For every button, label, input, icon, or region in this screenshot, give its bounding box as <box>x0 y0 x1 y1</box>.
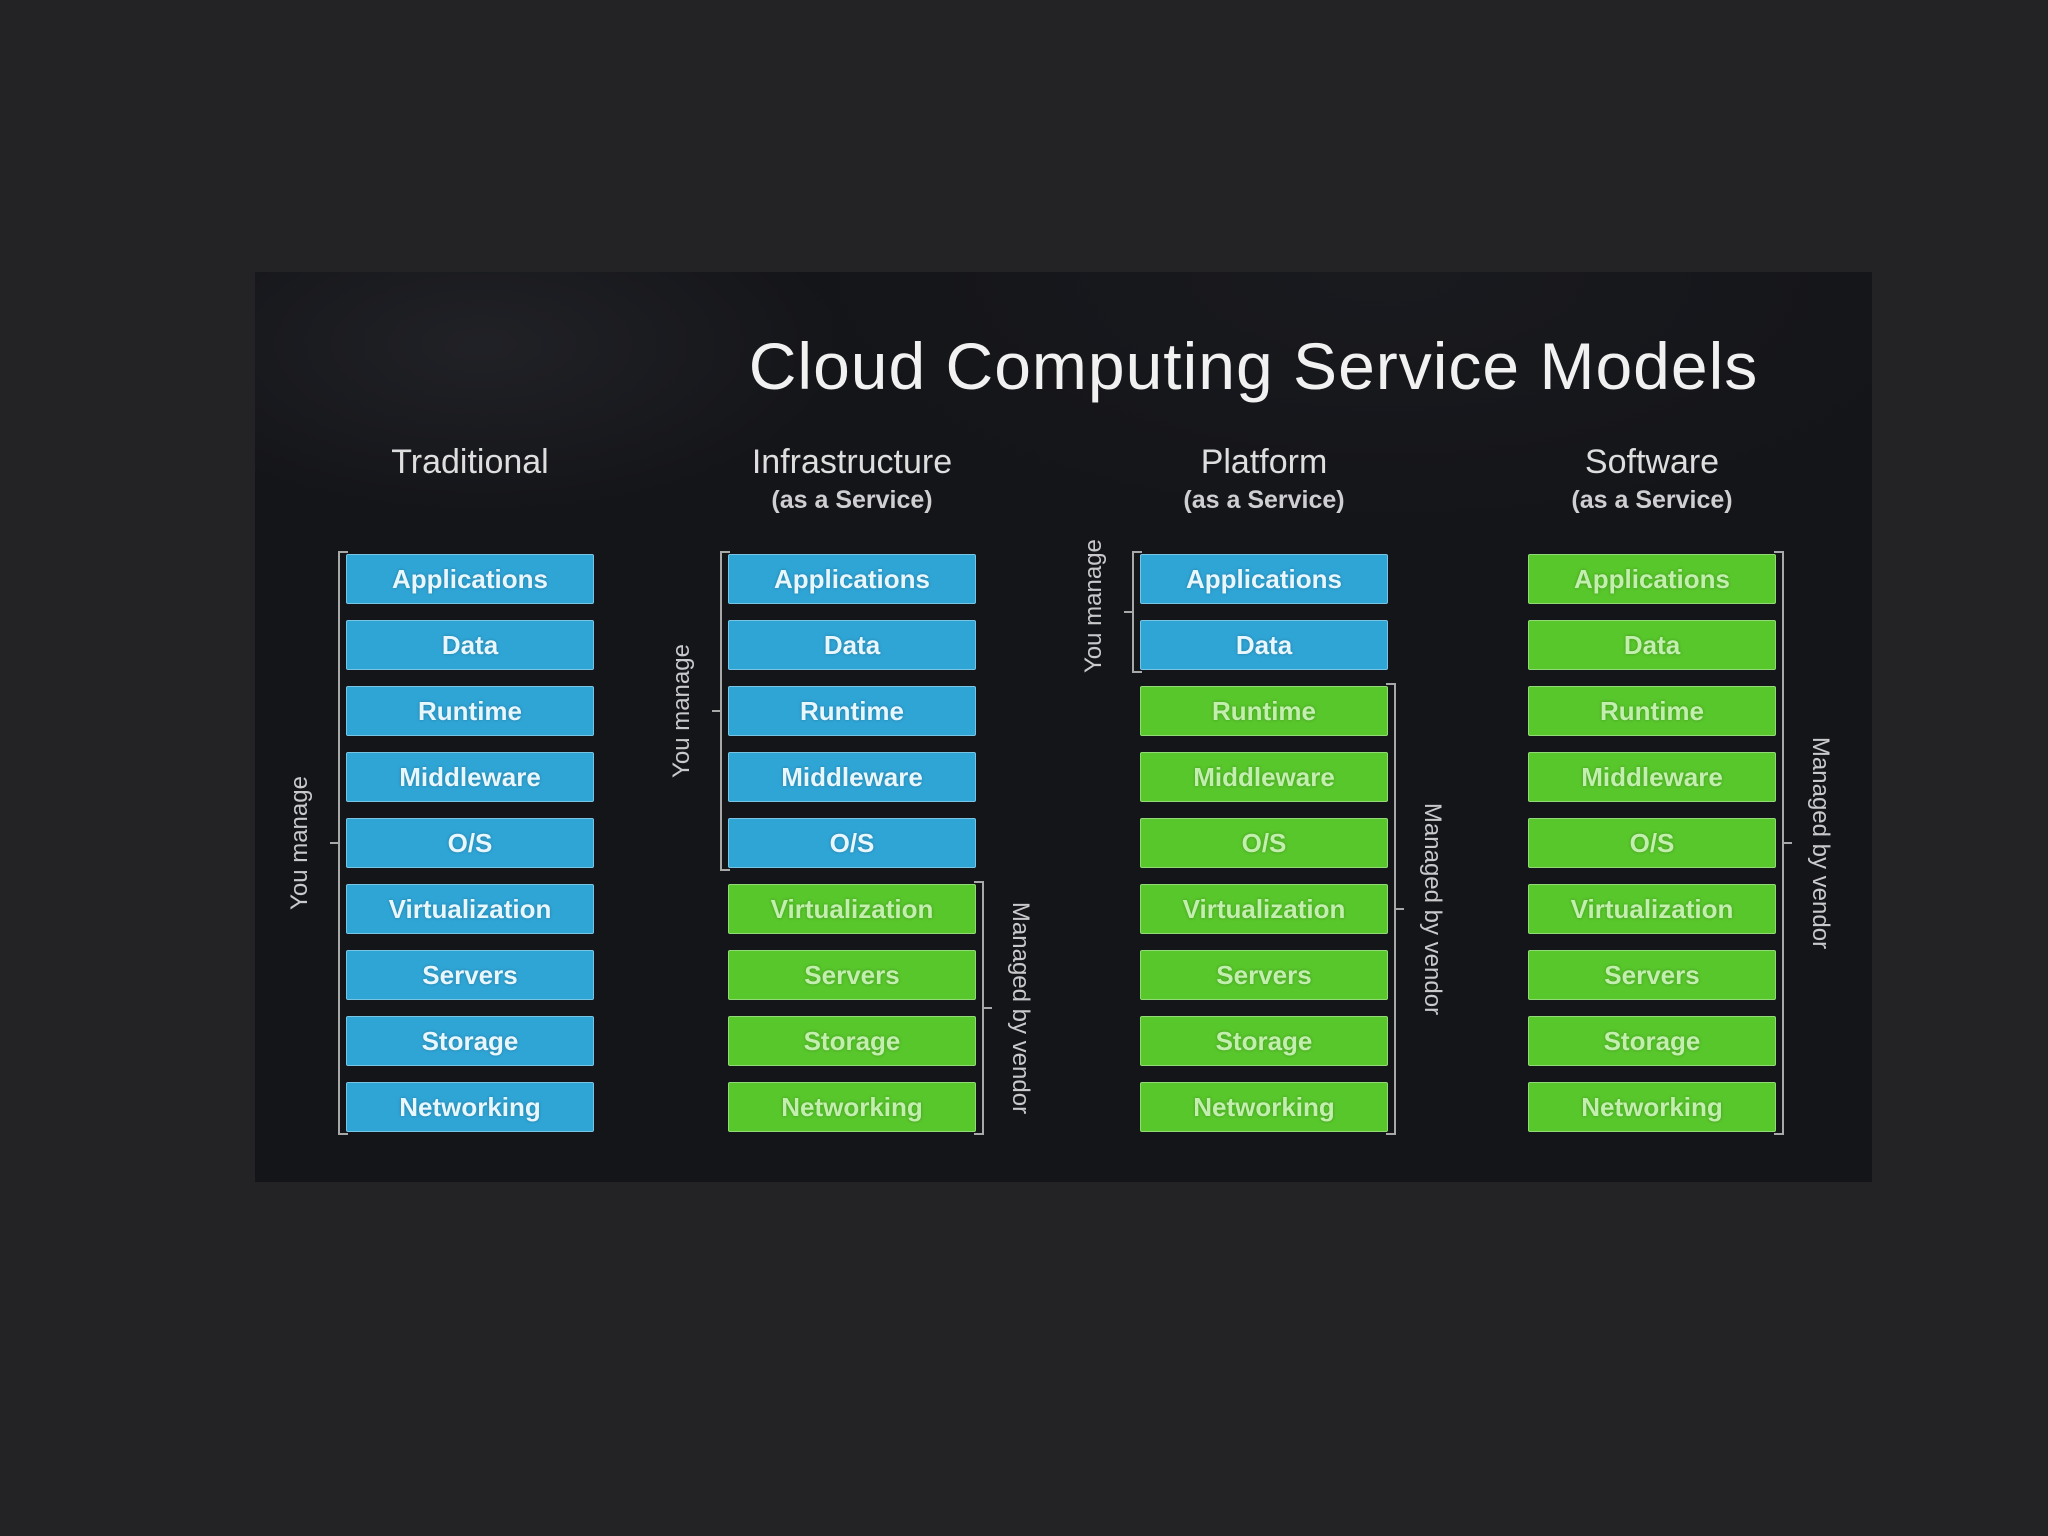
managed-by-vendor-bracket <box>1774 551 1792 1135</box>
you-manage-label: You manage <box>1080 539 1107 673</box>
managed-by-vendor-label: Managed by vendor <box>1419 802 1446 1016</box>
column-subtitle: (as a Service) <box>1571 486 1733 514</box>
column-title: Infrastructure <box>751 443 953 481</box>
stack-box-runtime: Runtime <box>1528 686 1776 736</box>
stack-box-data: Data <box>728 620 976 670</box>
column-subtitle: (as a Service) <box>1183 486 1345 514</box>
stack-box-storage: Storage <box>1528 1016 1776 1066</box>
stack-box-applications: Applications <box>1140 554 1388 604</box>
stack-box-networking: Networking <box>1140 1082 1388 1132</box>
stack-box-networking: Networking <box>346 1082 594 1132</box>
bracket-nub <box>1396 908 1404 910</box>
stack-box-networking: Networking <box>728 1082 976 1132</box>
bracket-nub <box>984 1007 992 1009</box>
stack-box-virtualization: Virtualization <box>1528 884 1776 934</box>
diagram-panel: Cloud Computing Service Models Tradition… <box>255 272 1872 1182</box>
stack-box-applications: Applications <box>728 554 976 604</box>
stack-box-storage: Storage <box>1140 1016 1388 1066</box>
stack-box-o-s: O/S <box>728 818 976 868</box>
you-manage-bracket <box>330 551 348 1135</box>
you-manage-label: You manage <box>286 776 313 910</box>
bracket-nub <box>330 842 338 844</box>
column-title: Platform <box>1200 443 1328 481</box>
stack-box-middleware: Middleware <box>1140 752 1388 802</box>
stack-box-middleware: Middleware <box>1528 752 1776 802</box>
column-title: Software <box>1584 443 1720 481</box>
stack-box-servers: Servers <box>346 950 594 1000</box>
managed-by-vendor-label: Managed by vendor <box>1807 736 1834 950</box>
column-header-infrastructure: Infrastructure (as a Service) <box>652 440 1052 516</box>
you-manage-label: You manage <box>668 644 695 778</box>
diagram-title: Cloud Computing Service Models <box>748 329 1759 403</box>
stack-box-virtualization: Virtualization <box>346 884 594 934</box>
stack-box-runtime: Runtime <box>1140 686 1388 736</box>
stack-box-middleware: Middleware <box>728 752 976 802</box>
stack-box-runtime: Runtime <box>728 686 976 736</box>
stack-box-runtime: Runtime <box>346 686 594 736</box>
stack-box-servers: Servers <box>728 950 976 1000</box>
bracket-nub <box>1784 842 1792 844</box>
managed-by-vendor-bracket <box>1386 683 1404 1135</box>
you-manage-bracket <box>1124 551 1142 673</box>
column-header-platform: Platform (as a Service) <box>1064 440 1464 516</box>
stack-box-applications: Applications <box>1528 554 1776 604</box>
stack-box-data: Data <box>346 620 594 670</box>
bracket-nub <box>712 710 720 712</box>
managed-by-vendor-bracket <box>974 881 992 1135</box>
stack-box-data: Data <box>1528 620 1776 670</box>
stack-box-virtualization: Virtualization <box>728 884 976 934</box>
bracket-nub <box>1124 611 1132 613</box>
stack-box-servers: Servers <box>1528 950 1776 1000</box>
stack-box-middleware: Middleware <box>346 752 594 802</box>
stack-box-storage: Storage <box>346 1016 594 1066</box>
managed-by-vendor-label: Managed by vendor <box>1007 901 1034 1115</box>
stack-box-data: Data <box>1140 620 1388 670</box>
column-header-traditional: Traditional <box>270 440 670 484</box>
stack-box-o-s: O/S <box>1528 818 1776 868</box>
stack-box-networking: Networking <box>1528 1082 1776 1132</box>
stack-box-o-s: O/S <box>1140 818 1388 868</box>
column-header-software: Software (as a Service) <box>1452 440 1852 516</box>
stack-box-virtualization: Virtualization <box>1140 884 1388 934</box>
stack-box-applications: Applications <box>346 554 594 604</box>
column-subtitle: (as a Service) <box>771 486 933 514</box>
stack-box-servers: Servers <box>1140 950 1388 1000</box>
stack-box-storage: Storage <box>728 1016 976 1066</box>
stack-box-o-s: O/S <box>346 818 594 868</box>
you-manage-bracket <box>712 551 730 871</box>
column-title: Traditional <box>391 443 549 481</box>
